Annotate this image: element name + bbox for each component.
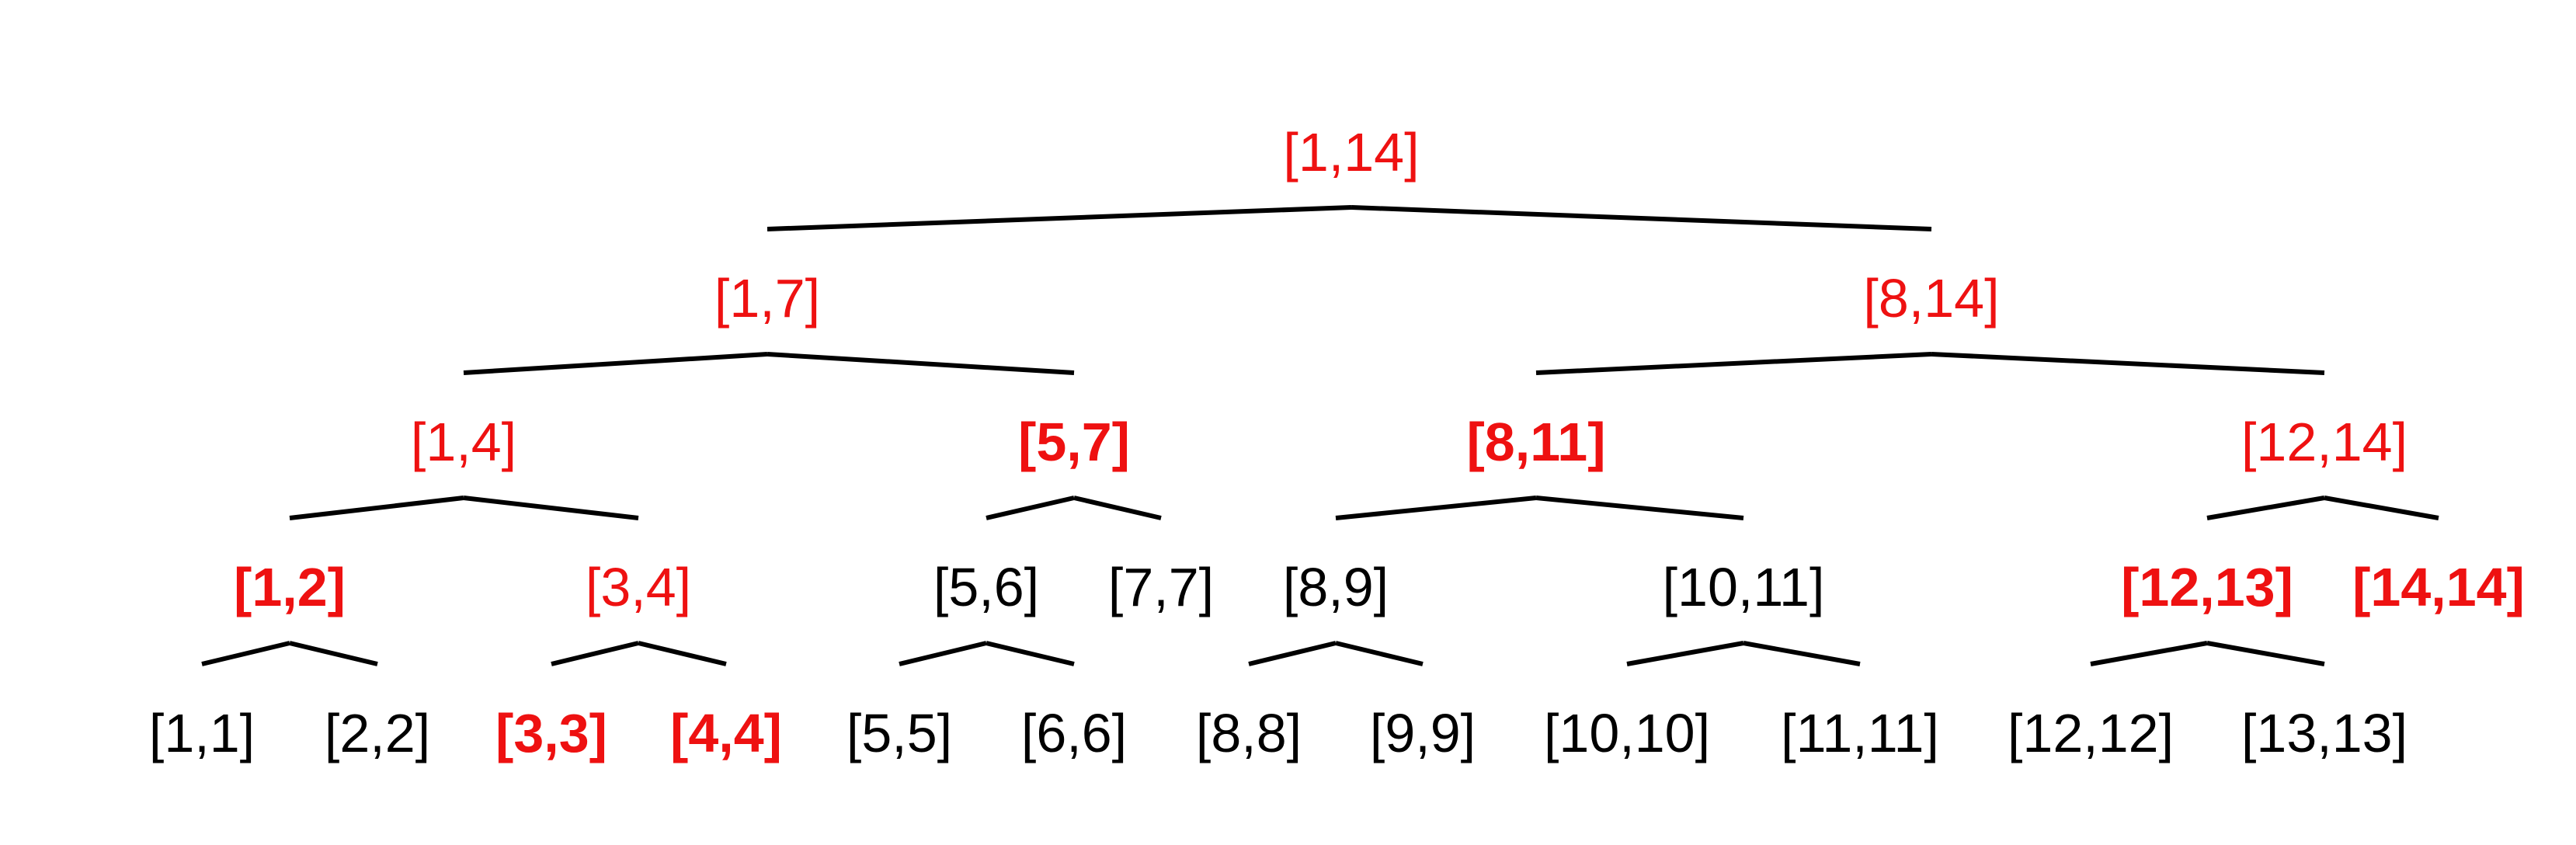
tree-edge-5-6-to-5-5 — [899, 641, 987, 666]
tree-node-8-11: [8,11] — [1467, 412, 1606, 472]
tree-edge-1-14-to-8-14 — [1351, 205, 1932, 231]
tree-edge-8-14-to-12-14 — [1931, 352, 2325, 375]
tree-edge-1-4-to-3-4 — [463, 496, 639, 520]
tree-node-1-14: [1,14] — [1283, 122, 1419, 183]
tree-node-12-12: [12,12] — [2008, 703, 2174, 763]
tree-node-8-8: [8,8] — [1196, 703, 1302, 763]
tree-edge-10-11-to-11-11 — [1743, 641, 1861, 666]
tree-node-10-10: [10,10] — [1544, 703, 1710, 763]
tree-node-2-2: [2,2] — [325, 703, 430, 763]
tree-edge-12-14-to-12-13 — [2206, 496, 2325, 520]
tree-edge-1-7-to-1-4 — [463, 352, 768, 375]
tree-edge-3-4-to-3-3 — [551, 641, 639, 666]
tree-node-7-7: [7,7] — [1108, 557, 1214, 617]
tree-edge-3-4-to-4-4 — [638, 641, 727, 666]
tree-node-5-6: [5,6] — [933, 557, 1039, 617]
tree-node-4-4: [4,4] — [670, 703, 782, 763]
tree-node-6-6: [6,6] — [1021, 703, 1127, 763]
tree-edge-1-2-to-2-2 — [289, 641, 378, 666]
tree-edge-12-13-to-12-12 — [2090, 641, 2208, 666]
tree-edge-1-2-to-1-1 — [201, 641, 290, 666]
tree-edge-8-14-to-8-11 — [1535, 352, 1932, 375]
tree-edge-1-4-to-1-2 — [289, 496, 464, 520]
tree-edge-1-14-to-1-7 — [767, 205, 1352, 231]
tree-node-5-7: [5,7] — [1018, 412, 1130, 472]
tree-edge-12-14-to-14-14 — [2324, 496, 2439, 520]
tree-node-3-4: [3,4] — [586, 557, 691, 617]
tree-node-10-11: [10,11] — [1663, 557, 1825, 617]
tree-node-3-3: [3,3] — [495, 703, 607, 763]
tree-edge-8-9-to-9-9 — [1335, 641, 1424, 666]
tree-node-1-2: [1,2] — [234, 557, 346, 617]
tree-nodes: [1,14] [1,7] [8,14] [1,4] [5,7] [8,11] [12,14]… — [149, 122, 2525, 763]
tree-node-13-13: [13,13] — [2241, 703, 2407, 763]
tree-edge-8-11-to-10-11 — [1535, 496, 1744, 520]
tree-edge-12-13-to-13-13 — [2206, 641, 2325, 666]
tree-node-5-5: [5,5] — [846, 703, 952, 763]
tree-node-11-11: [11,11] — [1781, 703, 1939, 763]
tree-node-12-14: [12,14] — [2241, 412, 2407, 472]
tree-edge-8-9-to-8-8 — [1248, 641, 1337, 666]
tree-edge-8-11-to-8-9 — [1335, 496, 1537, 520]
tree-edge-1-7-to-5-7 — [767, 352, 1075, 375]
tree-edge-5-7-to-7-7 — [1073, 496, 1162, 520]
tree-node-1-7: [1,7] — [714, 268, 820, 329]
tree-node-8-9: [8,9] — [1283, 557, 1389, 617]
tree-node-14-14: [14,14] — [2352, 557, 2525, 617]
tree-edges — [201, 205, 2439, 666]
tree-node-8-14: [8,14] — [1863, 268, 1999, 329]
tree-edge-10-11-to-10-10 — [1626, 641, 1744, 666]
tree-node-1-4: [1,4] — [411, 412, 516, 472]
tree-edge-5-7-to-5-6 — [986, 496, 1075, 520]
tree-node-1-1: [1,1] — [149, 703, 255, 763]
tree-node-12-13: [12,13] — [2121, 557, 2293, 617]
tree-edge-5-6-to-6-6 — [986, 641, 1075, 666]
tree-node-9-9: [9,9] — [1370, 703, 1476, 763]
